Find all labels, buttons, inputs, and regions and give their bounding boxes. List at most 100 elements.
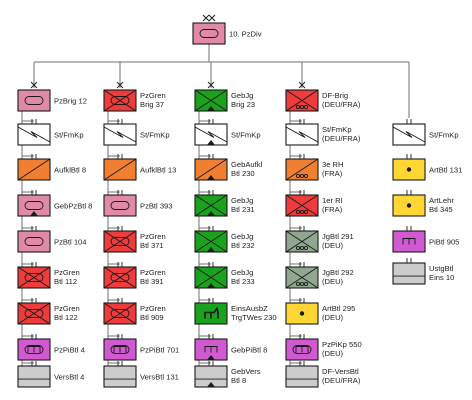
unit-symbol-frame [17, 365, 51, 388]
unit-st-fmkp: St/FmKp [103, 119, 170, 146]
tracks-icon [24, 201, 44, 210]
recon-slash [285, 158, 319, 181]
unit-symbol-frame [17, 89, 51, 112]
unit-label-line: PzPiKp 550 [322, 340, 362, 349]
unit-label-line: (FRA) [322, 205, 343, 214]
unit-label: DF-Brig(DEU/FRA) [322, 91, 361, 109]
unit-label-line: St/FmKp [231, 131, 261, 140]
unit-jgbtl-292-deu: JgBtl 292(DEU) [285, 262, 354, 289]
signal-icon [194, 126, 228, 143]
unit-label: PzPiBtl 701 [140, 346, 179, 355]
unit-label-line: GebVers [231, 367, 261, 376]
wheel-icon [303, 173, 309, 179]
unit-label-line: GebJg [231, 196, 253, 205]
unit-label: VersBtl 4 [54, 373, 84, 382]
echelon-mark [202, 14, 210, 22]
wheel-icon [303, 281, 309, 287]
unit-label-line: UstgBtl [429, 264, 454, 273]
cross-line [103, 302, 137, 325]
unit-symbol-frame [392, 262, 426, 285]
unit-pzpikp-550-deu: PzPiKp 550(DEU) [285, 334, 362, 361]
unit-label: PiBtl 905 [429, 238, 459, 247]
cross-line [285, 194, 319, 217]
cross-line [103, 266, 137, 289]
tracks-icon [110, 201, 130, 210]
cross-line [285, 266, 319, 289]
horse-icon [204, 306, 219, 319]
unit-label-line: PzBtl 393 [140, 202, 173, 211]
unit-label-line: Btl 391 [140, 277, 164, 286]
unit-label-line: PiBtl 905 [429, 238, 459, 247]
mountain-icon [207, 247, 215, 252]
unit-label-line: PzGren [140, 268, 166, 277]
unit-gebpzbtl-8: GebPzBtl 8 [17, 190, 92, 217]
cross-line [285, 89, 319, 112]
wheel-icon [295, 245, 301, 251]
wheel-icon [295, 281, 301, 287]
unit-label-line: ArtBtl 295 [322, 304, 355, 313]
unit-label-line: Btl 231 [231, 205, 255, 214]
mountain-icon [207, 106, 215, 111]
unit-label-line: Btl 112 [54, 277, 77, 286]
tracks-icon [110, 96, 130, 105]
unit-label-line: (DEU) [322, 277, 344, 286]
echelon-mark [116, 81, 124, 89]
unit-symbol-frame [103, 194, 137, 217]
echelon-mark [208, 14, 216, 22]
unit-artbtl-131: ArtBtl 131 [392, 154, 462, 181]
unit-label-line: 3e RH [322, 160, 344, 169]
wheel-icon [303, 104, 309, 110]
artillery-dot-icon [406, 167, 412, 172]
unit-st-fmkp: St/FmKp [194, 119, 261, 146]
unit-label: GebPiBtl 8 [231, 346, 267, 355]
unit-label-line: PzGren [140, 91, 166, 100]
unit-label-line: DF-Brig [322, 91, 348, 100]
unit-label-line: PzPiBtl 701 [140, 346, 179, 355]
unit-st-fmkp-deu-fra: St/FmKp(DEU/FRA) [285, 119, 361, 146]
unit-label-line: St/FmKp [429, 131, 459, 140]
unit-label-line: St/FmKp [140, 131, 170, 140]
unit-label-line: 1er RI [322, 196, 343, 205]
unit-label: St/FmKp(DEU/FRA) [322, 125, 361, 143]
unit-label-line: GebJg [231, 232, 253, 241]
unit-label-line: Btl 8 [231, 376, 246, 385]
unit-3e-rh-fra: 3e RH(FRA) [285, 154, 344, 181]
unit-symbol-frame [17, 230, 51, 253]
tracks-icon [24, 273, 44, 282]
cross-line [103, 89, 137, 112]
cross-line [17, 266, 51, 289]
unit-label-line: St/FmKp [54, 131, 84, 140]
unit-label-line: Btl 909 [140, 313, 164, 322]
unit-pzbtl-393: PzBtl 393 [103, 190, 173, 217]
unit-label-line: PzPiBtl 4 [54, 346, 85, 355]
unit-label-line: Btl 233 [231, 277, 255, 286]
mountain-icon [207, 283, 215, 288]
unit-label: PzBtl 104 [54, 238, 87, 247]
unit-label-line: AufklBtl 13 [140, 166, 176, 175]
unit-label-line: PzGren [54, 304, 80, 313]
unit-label-line: PzGren [54, 268, 80, 277]
unit-label-line: ArtLehr [429, 196, 454, 205]
unit-label: AufklBtl 8 [54, 166, 86, 175]
tracks-icon [110, 345, 130, 354]
unit-label: PzPiKp 550(DEU) [322, 340, 362, 358]
unit-label-line: Brig 23 [231, 100, 255, 109]
unit-label: GebPzBtl 8 [54, 202, 92, 211]
cross-line [17, 302, 51, 325]
